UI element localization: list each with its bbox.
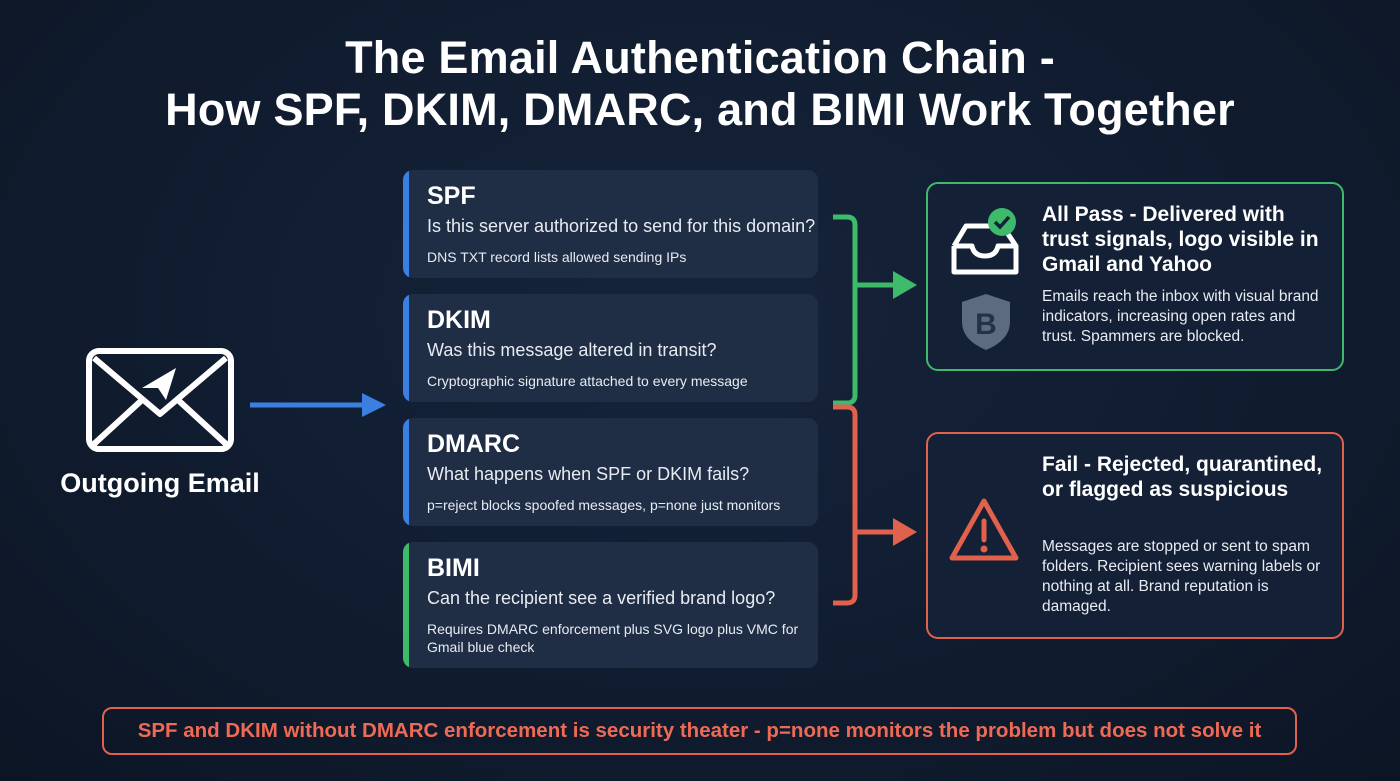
brand-shield-icon: B [962, 294, 1010, 350]
source-label: Outgoing Email [60, 468, 260, 498]
footer-warning: SPF and DKIM without DMARC enforcement i… [102, 707, 1297, 755]
page-title: The Email Authentication Chain - How SPF… [165, 32, 1235, 135]
fail-arrow [893, 518, 917, 546]
svg-text:B: B [975, 308, 997, 341]
check-card-dmarc: DMARC What happens when SPF or DKIM fail… [403, 418, 818, 526]
inbox-check-icon [951, 208, 1019, 275]
pass-bracket [833, 214, 858, 406]
flow-arrow [250, 393, 386, 417]
check-card-bimi: BIMI Can the recipient see a verified br… [403, 542, 818, 668]
outcome-pass: B All Pass - Delivered with trust signal… [926, 182, 1344, 371]
outcome-fail: Fail - Rejected, quarantined, or flagged… [926, 432, 1344, 639]
bracket-connectors [833, 214, 917, 606]
warning-icon [949, 498, 1019, 561]
check-card-dkim: DKIM Was this message altered in transit… [403, 294, 818, 402]
check-card-spf: SPF Is this server authorized to send fo… [403, 170, 818, 278]
fail-bracket [833, 404, 858, 606]
pass-arrow [893, 271, 917, 299]
envelope-icon [86, 348, 234, 452]
